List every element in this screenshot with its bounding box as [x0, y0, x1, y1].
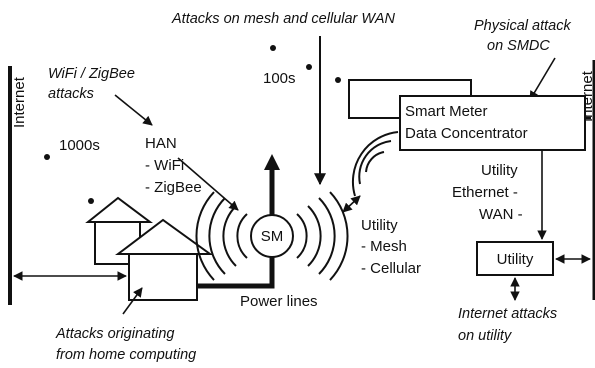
- count-100s-label: 100s: [263, 70, 296, 87]
- power-line: [197, 166, 275, 289]
- utility-box-label: Utility: [497, 251, 534, 268]
- smart-meter-label: SM: [261, 228, 284, 245]
- dot: [44, 154, 50, 160]
- smdc-label-1: Smart Meter: [405, 103, 488, 120]
- wireless-waves-smdc-icon: [352, 131, 399, 197]
- attack-mesh-cellular-label: Attacks on mesh and cellular WAN: [171, 11, 395, 27]
- internet-left-label: Internet: [11, 76, 28, 128]
- smdc-box: [399, 95, 586, 151]
- utility-wan-label-1: Utility: [481, 162, 518, 179]
- internet-attack-label-2: on utility: [458, 328, 512, 344]
- physical-attack-label-2: on SMDC: [487, 38, 550, 54]
- utility-wan-label-2: Ethernet -: [452, 184, 518, 201]
- han-zigbee-label: - ZigBee: [145, 179, 202, 196]
- wireless-waves-left-icon: [195, 191, 248, 281]
- utility-mesh-label-3: - Cellular: [361, 260, 421, 277]
- internet-attack-label-1: Internet attacks: [458, 306, 557, 322]
- wireless-waves-right-icon: [296, 191, 349, 281]
- han-wifi-label: - WiFi: [145, 157, 184, 174]
- dot: [335, 77, 341, 83]
- wifi-attack-arrow: [114, 94, 153, 126]
- utility-box: [476, 241, 554, 276]
- dot: [88, 198, 94, 204]
- count-1000s-label: 1000s: [59, 137, 100, 154]
- power-lines-label: Power lines: [240, 293, 318, 310]
- physical-attack-label-1: Physical attack: [474, 18, 571, 34]
- power-line-arrowhead: [264, 154, 280, 170]
- dot: [306, 64, 312, 70]
- home-attack-arrow: [122, 287, 143, 315]
- physical-attack-arrow: [529, 57, 556, 101]
- han-arrow: [177, 157, 239, 211]
- utility-mesh-label-2: - Mesh: [361, 238, 407, 255]
- han-label: HAN: [145, 135, 177, 152]
- smart-meter-node: [250, 214, 294, 258]
- dot: [270, 45, 276, 51]
- sm-utility-link: [342, 195, 361, 213]
- home-attack-label-1: Attacks originating: [55, 326, 174, 342]
- utility-wan-label-3: WAN -: [479, 206, 523, 223]
- wifi-zigbee-attack-label-2: attacks: [48, 86, 94, 102]
- smdc-label-2: Data Concentrator: [405, 125, 528, 142]
- utility-mesh-label-1: Utility: [361, 217, 398, 234]
- home-attack-label-2: from home computing: [56, 347, 196, 363]
- wifi-zigbee-attack-label-1: WiFi / ZigBee: [48, 66, 135, 82]
